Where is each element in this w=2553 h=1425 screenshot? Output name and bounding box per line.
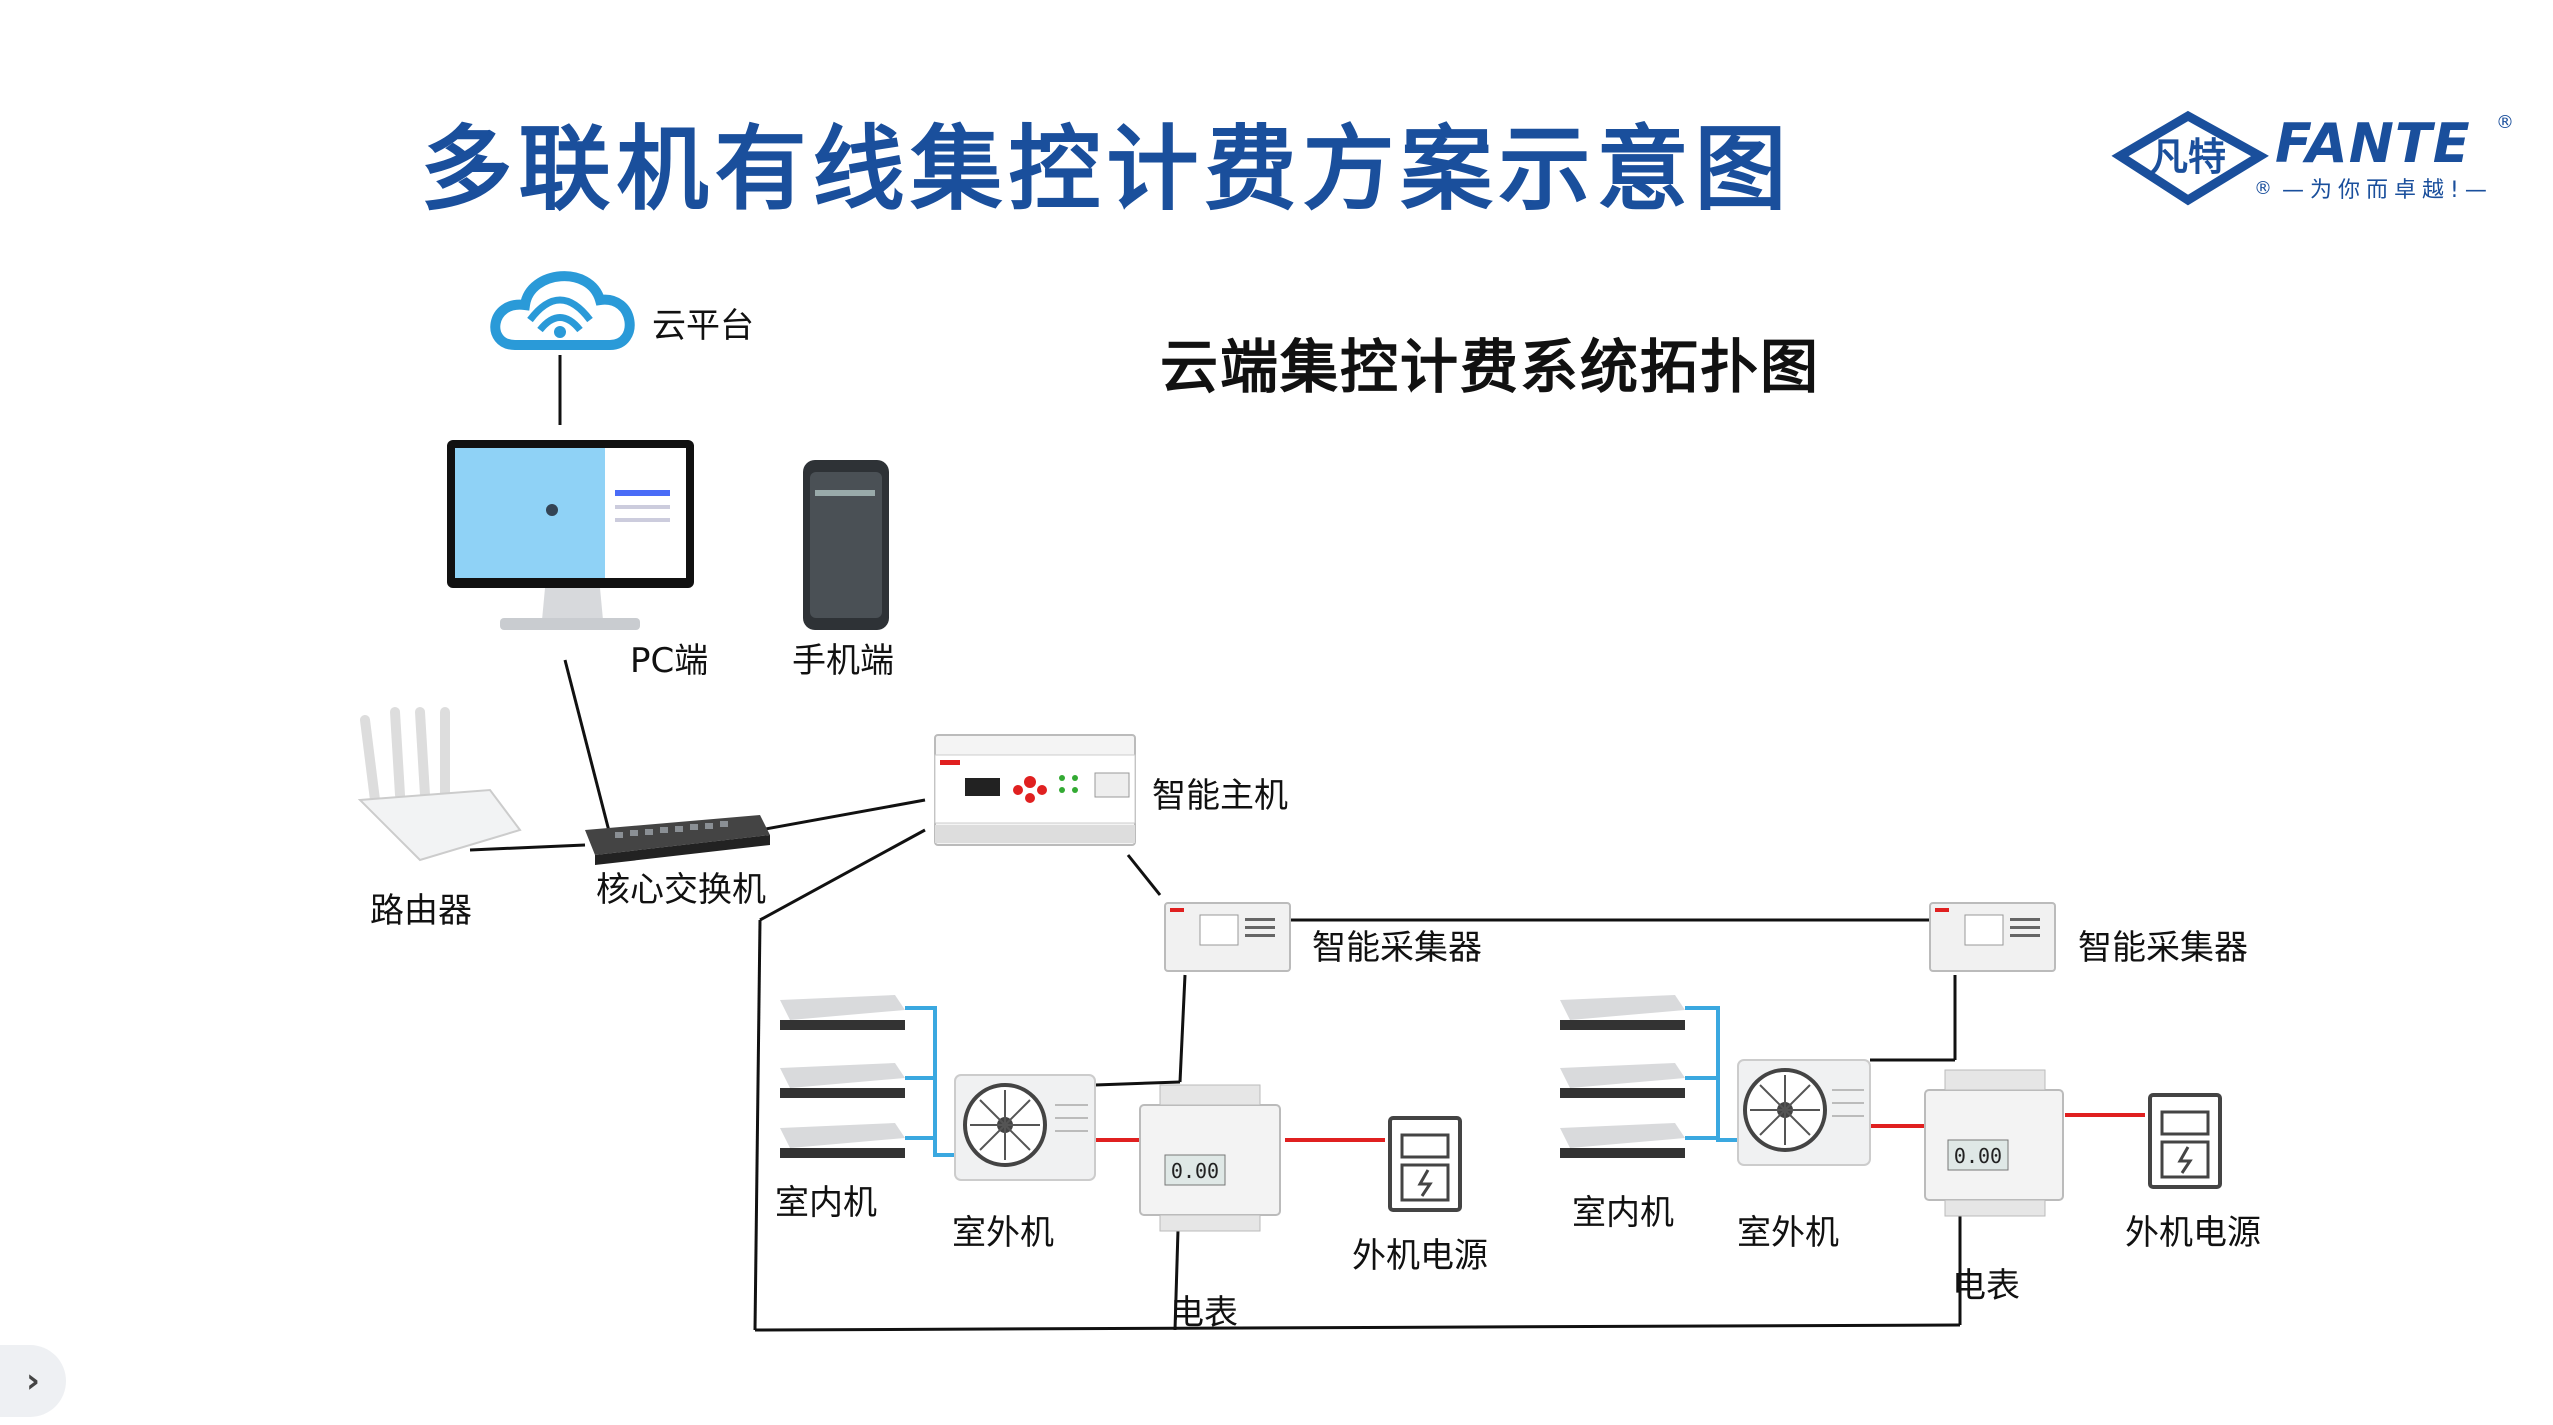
label-power-1: 外机电源	[1352, 1236, 1488, 1276]
logo-brand-en: FANTE	[2275, 112, 2471, 175]
label-phone: 手机端	[792, 641, 894, 681]
cloud-icon	[490, 271, 635, 350]
label-collector-1: 智能采集器	[1312, 928, 1482, 968]
refrigerant-links	[905, 1006, 1738, 1157]
label-outdoor-2: 室外机	[1737, 1213, 1839, 1253]
label-collector-2: 智能采集器	[2078, 928, 2248, 968]
page-title: 多联机有线集控计费方案示意图	[420, 116, 1793, 223]
router-icon	[357, 707, 522, 862]
next-slide-button[interactable]: ›	[0, 1345, 66, 1417]
outdoor-unit-icon-2	[1737, 1059, 1871, 1166]
outdoor-unit-icon-1	[954, 1074, 1096, 1181]
logo-cn-text: 凡特	[2150, 135, 2226, 179]
logo-reg-mark: ®	[2496, 112, 2514, 133]
logo-reg-mark-2: ®	[2254, 178, 2272, 199]
logo-slogan: —为你而卓越!—	[2282, 178, 2493, 203]
power-links	[1095, 1113, 2145, 1142]
label-outdoor-1: 室外机	[952, 1213, 1054, 1253]
label-router: 路由器	[370, 891, 472, 931]
label-indoor-1: 室内机	[775, 1183, 877, 1223]
collector-device-icon-1	[1164, 902, 1291, 972]
core-switch-icon	[585, 815, 770, 865]
indoor-units-icon-2	[1560, 995, 1685, 1158]
chevron-right-icon: ›	[25, 1361, 40, 1401]
brand-logo: 凡特	[2110, 108, 2290, 222]
label-host: 智能主机	[1152, 776, 1288, 816]
pc-monitor-icon	[447, 440, 694, 630]
diagram-subtitle: 云端集控计费系统拓扑图	[1160, 333, 1821, 401]
meter-2-reading: 0.00	[1954, 1144, 2002, 1168]
indoor-units-icon-1	[780, 995, 905, 1158]
label-cloud: 云平台	[652, 306, 754, 346]
electric-meter-icon-1: 0.00	[1139, 1084, 1281, 1232]
label-indoor-2: 室内机	[1572, 1193, 1674, 1233]
network-links	[469, 355, 1962, 1332]
collector-device-icon-2	[1929, 902, 2056, 972]
label-power-2: 外机电源	[2125, 1213, 2261, 1253]
power-box-icon-1	[1388, 1116, 1462, 1212]
power-box-icon-2	[2148, 1093, 2222, 1189]
phone-icon	[803, 460, 889, 630]
label-pc: PC端	[630, 641, 709, 681]
label-meter-1: 电表	[1170, 1293, 1238, 1333]
label-switch: 核心交换机	[596, 870, 766, 910]
meter-1-reading: 0.00	[1171, 1159, 1219, 1183]
smart-host-device-icon	[934, 734, 1136, 846]
label-meter-2: 电表	[1952, 1266, 2020, 1306]
electric-meter-icon-2: 0.00	[1924, 1069, 2064, 1217]
